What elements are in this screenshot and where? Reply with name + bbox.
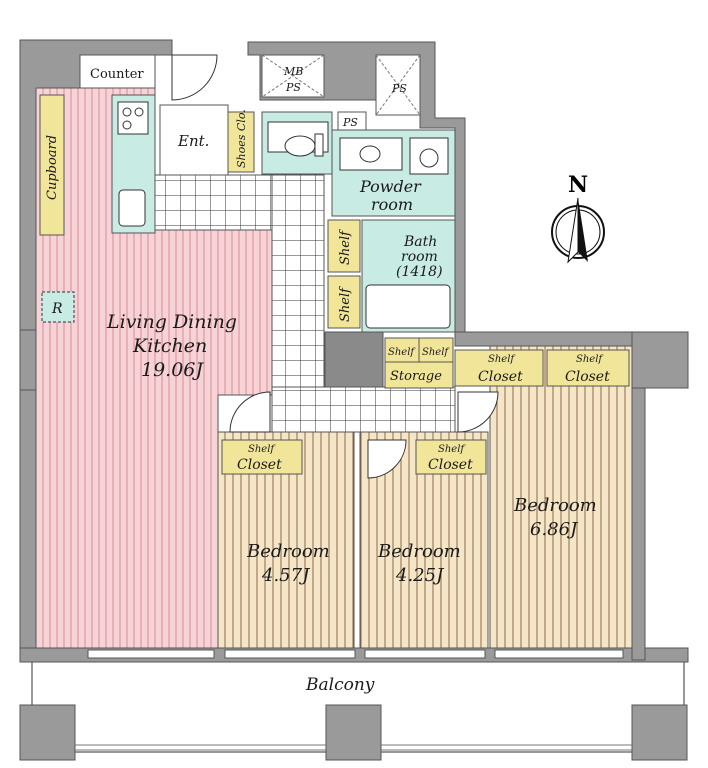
refrigerator-label: R	[51, 301, 63, 317]
shoes-closet-label: Shoes Clo.	[235, 109, 248, 168]
sink-icon	[118, 189, 146, 227]
storage: Shelf Shelf Storage	[384, 337, 454, 389]
bedroom2-label: Bedroom	[377, 541, 461, 562]
windows	[87, 649, 624, 659]
mb-label: MB	[283, 65, 303, 78]
bath-label-line3: (1418)	[396, 264, 443, 280]
shelf-lower-label: Shelf	[338, 286, 353, 322]
storage-label: Storage	[390, 369, 442, 384]
counter-area	[79, 54, 156, 89]
ldk-label-line1: Living Dining	[106, 311, 237, 333]
bedroom3-shelf-right: Shelf	[576, 354, 604, 365]
bedroom2-size: 4.25J	[395, 565, 445, 586]
powder-room-label-line2: room	[371, 195, 413, 214]
powder-room-label-line1: Powder	[359, 177, 422, 196]
bedroom-2: Shelf Closet Bedroom 4.25J	[359, 431, 489, 649]
bath-label-line2: room	[401, 249, 438, 265]
shafts: MB PS PS PS	[261, 54, 421, 131]
balcony-label: Balcony	[305, 675, 375, 695]
bedroom3-label: Bedroom	[513, 495, 597, 516]
living-dining-kitchen: Cupboard R Counter Living Dining Kitchen…	[35, 54, 273, 649]
entrance-corridor: Ent. Shoes Clo.	[154, 54, 456, 433]
washing-machine-icon	[409, 137, 449, 175]
corridor-shelves: Shelf Shelf	[327, 219, 361, 329]
entrance-label: Ent.	[177, 132, 209, 150]
cupboard-label: Cupboard	[45, 135, 60, 200]
ps-right-label: PS	[391, 82, 407, 95]
compass: N	[551, 172, 605, 264]
washbasin-icon	[359, 145, 381, 163]
bedroom2-closet: Closet	[428, 457, 473, 473]
bedroom2-door[interactable]	[367, 439, 407, 479]
bedroom3-door[interactable]	[457, 391, 499, 433]
shelf-upper-label: Shelf	[338, 229, 353, 265]
compass-needle-icon	[578, 198, 588, 262]
entrance-door[interactable]	[171, 54, 218, 101]
ldk-label-line2: Kitchen	[132, 335, 207, 357]
bathtub-icon	[365, 284, 451, 329]
bedroom-1: Shelf Closet Bedroom 4.57J	[217, 391, 355, 649]
bedroom3-size: 6.86J	[530, 519, 579, 540]
stove-icon	[117, 101, 149, 135]
balcony	[19, 659, 688, 761]
bath-room: Bath room (1418)	[361, 219, 456, 333]
bedroom-3: Shelf Closet Shelf Closet Bedroom 6.86J	[454, 345, 633, 649]
bedroom3-closet-left: Closet	[478, 369, 523, 385]
bedroom3-shelf-left: Shelf	[488, 354, 516, 365]
toilet-icon	[284, 135, 316, 157]
toilet	[261, 111, 333, 175]
ps-small-label: PS	[342, 116, 358, 129]
entrance	[159, 104, 229, 176]
cupboard	[39, 94, 65, 236]
bath-label-line1: Bath	[403, 234, 437, 250]
bedroom1-label: Bedroom	[246, 541, 330, 562]
compass-north-label: N	[568, 172, 588, 198]
bedroom1-size: 4.57J	[261, 565, 311, 586]
bedroom1-shelf: Shelf	[248, 444, 276, 455]
mb-ps-label: PS	[285, 81, 301, 94]
bedroom1-closet: Closet	[237, 457, 282, 473]
storage-shelf-right: Shelf	[422, 347, 450, 358]
ldk-size: 19.06J	[141, 359, 204, 381]
counter-label: Counter	[90, 67, 144, 82]
shoes-closet	[227, 111, 255, 173]
powder-room: Powder room	[331, 129, 456, 217]
storage-shelf-left: Shelf	[388, 347, 416, 358]
bedroom1-door[interactable]	[229, 391, 271, 433]
refrigerator	[41, 291, 75, 323]
bedroom2-shelf: Shelf	[438, 444, 466, 455]
bedroom3-closet-right: Closet	[565, 369, 610, 385]
